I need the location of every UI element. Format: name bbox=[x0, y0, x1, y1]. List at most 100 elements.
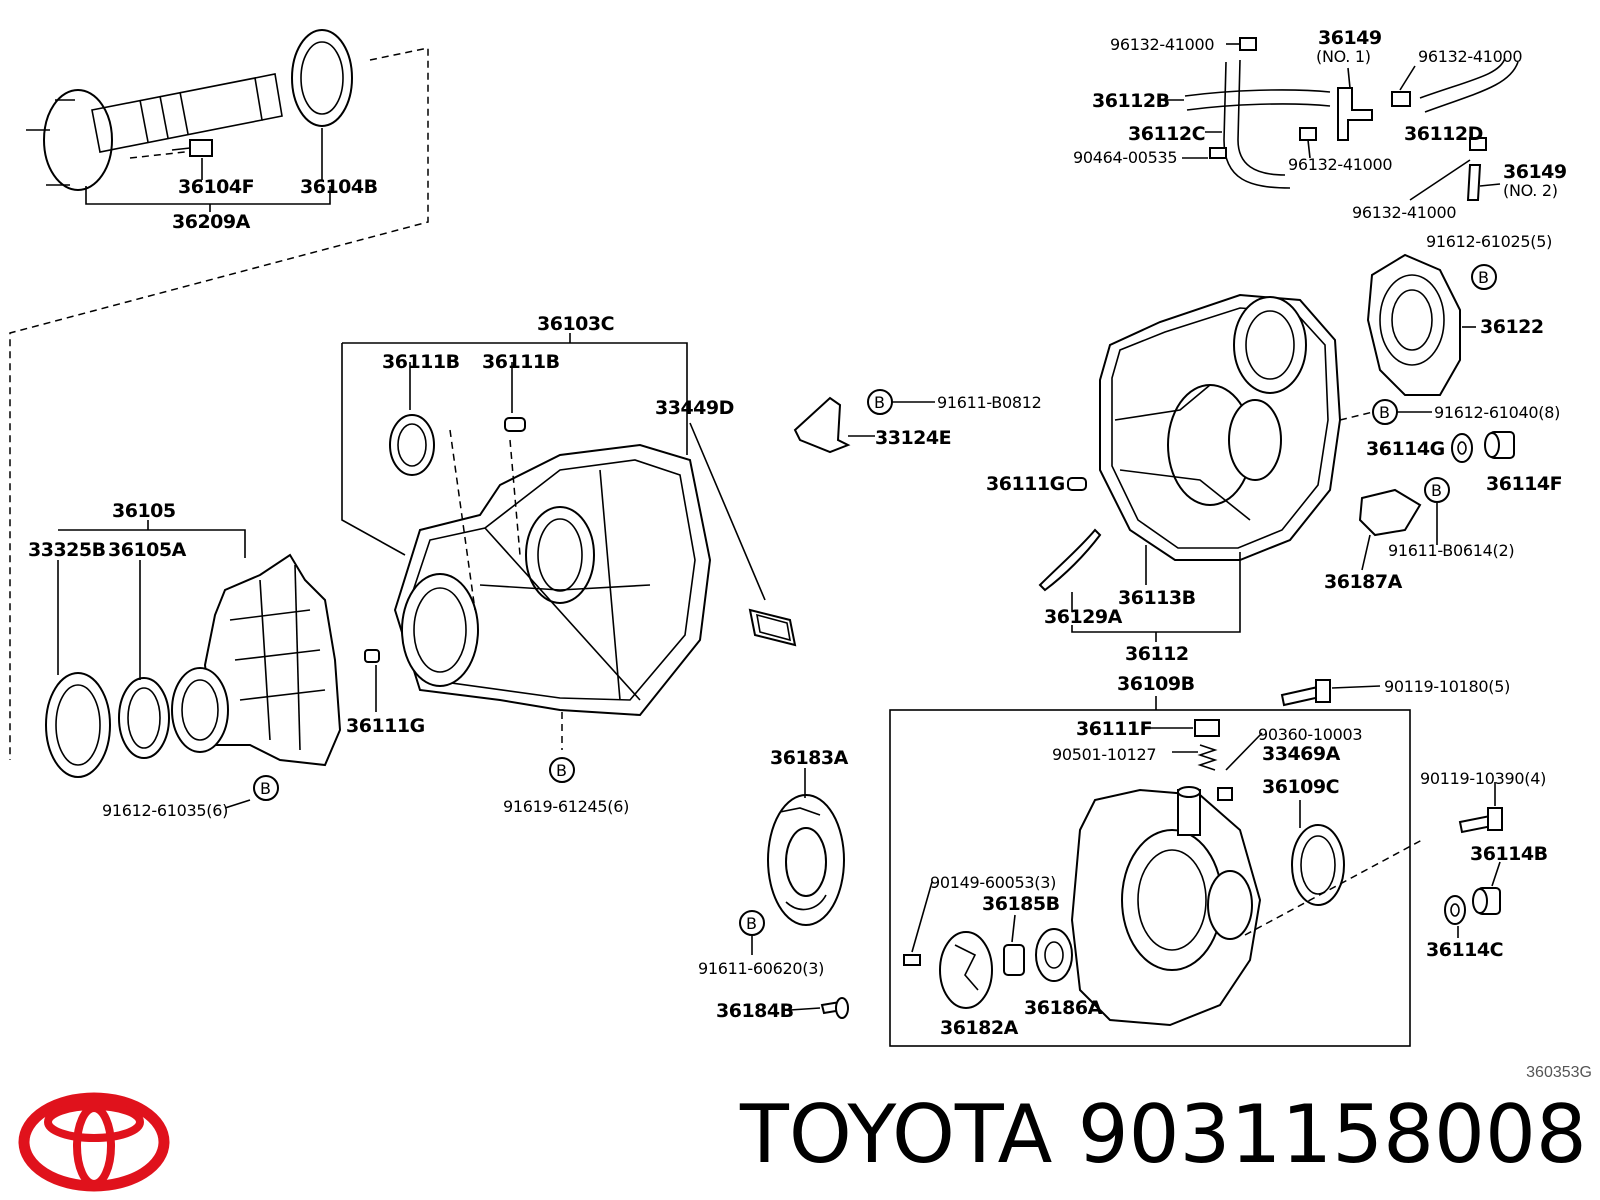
oil-seal-36109C bbox=[1291, 824, 1345, 906]
label-96132-41000-b: 96132-41000 bbox=[1418, 47, 1522, 66]
callout-b-91611-b0812-text: B bbox=[874, 393, 885, 412]
bolt-90119-10180 bbox=[1280, 679, 1331, 707]
oil-seal-33325B bbox=[45, 672, 111, 778]
logo-vertical-ellipse bbox=[73, 1104, 115, 1188]
bracket-33124E bbox=[793, 396, 875, 454]
label-91611-B0812: 91611-B0812 bbox=[937, 393, 1042, 412]
label-96132-41000-c: 96132-41000 bbox=[1288, 155, 1392, 174]
label-90119-10390: 90119-10390(4) bbox=[1420, 769, 1546, 788]
label-90464-00535: 90464-00535 bbox=[1073, 148, 1177, 167]
label-36112C: 36112C bbox=[1128, 123, 1205, 145]
label-36105A: 36105A bbox=[108, 539, 187, 561]
label-36114F: 36114F bbox=[1486, 473, 1562, 495]
label-36182A: 36182A bbox=[940, 1017, 1019, 1039]
toyota-logo bbox=[18, 1092, 170, 1192]
label-36111B-a: 36111B bbox=[382, 351, 460, 373]
callout-b-91612-61040-text: B bbox=[1379, 403, 1390, 422]
label-36209A: 36209A bbox=[172, 211, 251, 233]
callout-b-91611-60620 bbox=[739, 910, 765, 936]
label-96132-41000-d: 96132-41000 bbox=[1352, 203, 1456, 222]
label-36129A: 36129A bbox=[1044, 606, 1123, 628]
callout-b-91611-b0614-text: B bbox=[1431, 481, 1442, 500]
label-91619-61245: 91619-61245(6) bbox=[503, 797, 629, 816]
dowel-36111G-b bbox=[1067, 477, 1087, 491]
label-36111G-b: 36111G bbox=[986, 473, 1065, 495]
ring-36105A-seal bbox=[118, 677, 170, 759]
breather-hoses bbox=[1184, 37, 1519, 201]
label-33469A: 33469A bbox=[1262, 743, 1341, 765]
bolt-36184B bbox=[820, 997, 849, 1019]
cover-36109C bbox=[1070, 786, 1262, 1027]
label-90119-10180: 90119-10180(5) bbox=[1384, 677, 1510, 696]
label-33124E: 33124E bbox=[875, 427, 951, 449]
dowel-36111B bbox=[504, 417, 526, 432]
label-36114G: 36114G bbox=[1366, 438, 1445, 460]
label-36122: 36122 bbox=[1480, 316, 1544, 338]
label-91612-61025: 91612-61025(5) bbox=[1426, 232, 1552, 251]
label-36111G-a: 36111G bbox=[346, 715, 425, 737]
label-36112B: 36112B bbox=[1092, 90, 1170, 112]
label-36184B: 36184B bbox=[716, 1000, 794, 1022]
label-36149-no1: 36149 bbox=[1318, 27, 1382, 49]
gasket-36114G bbox=[1451, 433, 1473, 463]
part-number: 9031158008 bbox=[1077, 1088, 1587, 1181]
plate-36187A bbox=[1358, 488, 1422, 537]
label-96132-41000-a: 96132-41000 bbox=[1110, 35, 1214, 54]
label-36112: 36112 bbox=[1125, 643, 1189, 665]
bearing-retainer-36122 bbox=[1366, 253, 1461, 396]
label-36149-no2: 36149 bbox=[1503, 161, 1567, 183]
label-91612-61035: 91612-61035(6) bbox=[102, 801, 228, 820]
label-36186A: 36186A bbox=[1024, 997, 1103, 1019]
label-36111F: 36111F bbox=[1076, 718, 1152, 740]
dowel-36111G bbox=[364, 649, 380, 663]
callout-b-91612-61025 bbox=[1471, 264, 1497, 290]
label-36104B: 36104B bbox=[300, 176, 378, 198]
gasket-36114C bbox=[1444, 895, 1466, 925]
brand-part-number: TOYOTA 9031158008 bbox=[740, 1095, 1587, 1175]
label-91611-B0614: 91611-B0614(2) bbox=[1388, 541, 1514, 560]
transfer-case-36103C bbox=[393, 429, 712, 750]
assembly-box-36109B bbox=[889, 709, 1411, 1047]
label-36105: 36105 bbox=[112, 500, 176, 522]
transfer-case-36112 bbox=[1038, 293, 1342, 592]
label-36111B-b: 36111B bbox=[482, 351, 560, 373]
brand-name: TOYOTA bbox=[740, 1088, 1053, 1181]
label-90149-60053: 90149-60053(3) bbox=[930, 873, 1056, 892]
label-90501-10127: 90501-10127 bbox=[1052, 745, 1156, 764]
callout-b-91619-text: B bbox=[556, 761, 567, 780]
plug-36111F bbox=[1194, 719, 1233, 801]
label-91612-61040: 91612-61040(8) bbox=[1434, 403, 1560, 422]
bolt-90119-10390 bbox=[1458, 807, 1503, 834]
label-33325B: 33325B bbox=[28, 539, 106, 561]
callout-b-91611-60620-text: B bbox=[746, 914, 757, 933]
label-36109C: 36109C bbox=[1262, 776, 1339, 798]
callout-b-91612-61035 bbox=[253, 775, 279, 801]
label-36104F: 36104F bbox=[178, 176, 254, 198]
callout-b-91619 bbox=[549, 757, 575, 783]
label-33449D: 33449D bbox=[655, 397, 734, 419]
label-36109B: 36109B bbox=[1117, 673, 1195, 695]
label-36103C: 36103C bbox=[537, 313, 614, 335]
plug-36114F bbox=[1484, 431, 1515, 459]
callout-b-91611-b0614 bbox=[1424, 477, 1450, 503]
oil-seal-36104B bbox=[291, 29, 353, 127]
output-shaft-assembly bbox=[26, 73, 283, 191]
extension-housing-36105A bbox=[171, 553, 342, 767]
callout-b-91612-61035-text: B bbox=[260, 779, 271, 798]
label-36183A: 36183A bbox=[770, 747, 849, 769]
callout-b-91612-61025-text: B bbox=[1478, 268, 1489, 287]
label-36149-no1-note: (NO. 1) bbox=[1316, 47, 1371, 66]
label-90360-10003: 90360-10003 bbox=[1258, 725, 1362, 744]
label-36113B: 36113B bbox=[1118, 587, 1196, 609]
plate-36183A bbox=[767, 794, 845, 926]
label-36114C: 36114C bbox=[1426, 939, 1503, 961]
breather-33449D bbox=[748, 608, 797, 647]
plug-36114B bbox=[1472, 887, 1501, 915]
label-36185B: 36185B bbox=[982, 893, 1060, 915]
label-36112D: 36112D bbox=[1404, 123, 1483, 145]
oil-pump-parts bbox=[903, 928, 1073, 1009]
diagram-code: 360353G bbox=[1526, 1064, 1592, 1081]
label-91611-60620: 91611-60620(3) bbox=[698, 959, 824, 978]
oil-seal-36111B bbox=[389, 414, 435, 476]
